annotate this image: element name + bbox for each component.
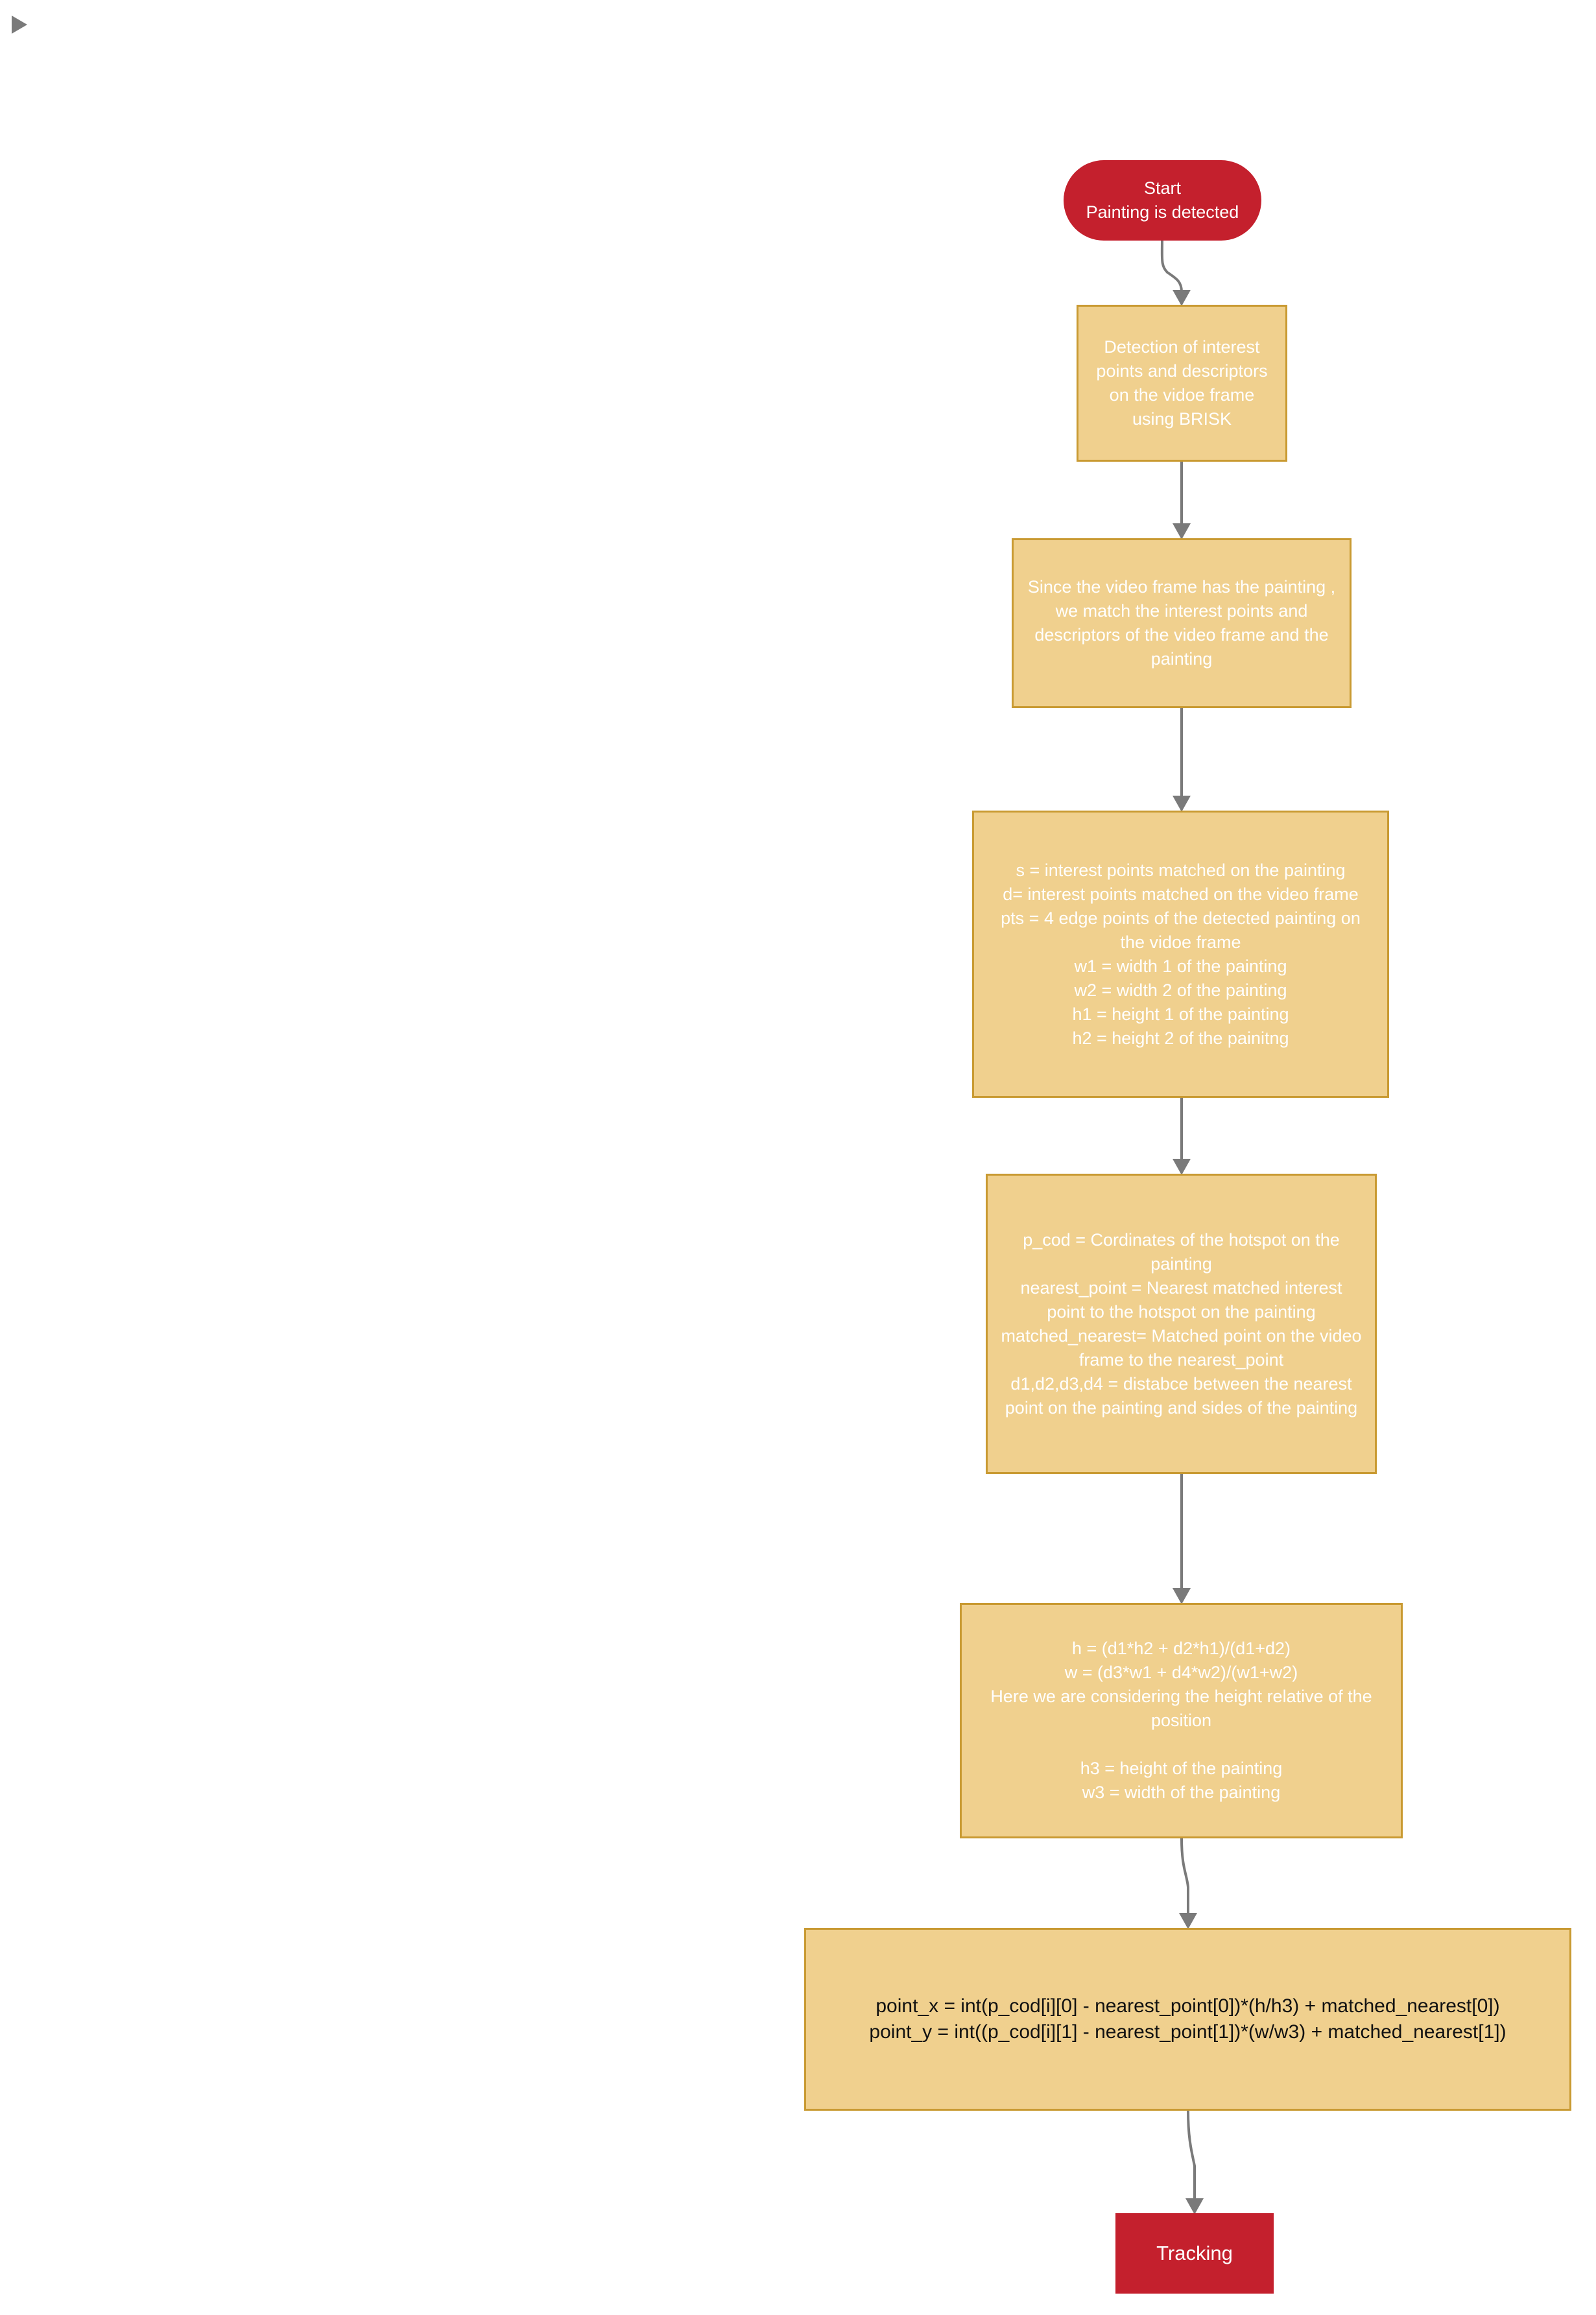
arrowhead-vars xyxy=(1173,796,1191,812)
point-formula-process-node[interactable]: point_x = int(p_cod[i][0] - nearest_poin… xyxy=(804,1928,1571,2111)
start-terminal-label: Start Painting is detected xyxy=(1086,178,1239,222)
arrowhead-tracking xyxy=(1185,2198,1204,2214)
arrowhead-pcod xyxy=(1173,1159,1191,1175)
arrowhead-match xyxy=(1173,523,1191,540)
triangle-right-icon[interactable] xyxy=(12,16,27,34)
point-formula-process-label: point_x = int(p_cod[i][0] - nearest_poin… xyxy=(869,1995,1507,2043)
detection-process-node[interactable]: Detection of interest points and descrip… xyxy=(1077,305,1287,462)
tracking-terminal-node[interactable]: Tracking xyxy=(1115,2213,1274,2294)
height-width-process-label: h = (d1*h2 + d2*h1)/(d1+d2) w = (d3*w1 +… xyxy=(990,1639,1372,1802)
arrowhead-detect xyxy=(1173,290,1191,306)
matching-process-node[interactable]: Since the video frame has the painting ,… xyxy=(1012,538,1352,708)
variables-process-label: s = interest points matched on the paint… xyxy=(1001,860,1361,1048)
hotspot-process-node[interactable]: p_cod = Cordinates of the hotspot on the… xyxy=(986,1174,1377,1474)
detection-process-label: Detection of interest points and descrip… xyxy=(1096,337,1268,429)
start-terminal-node[interactable]: Start Painting is detected xyxy=(1064,160,1261,241)
arrowhead-point xyxy=(1179,1913,1197,1929)
variables-process-node[interactable]: s = interest points matched on the paint… xyxy=(972,811,1389,1098)
connector-start-to-detect xyxy=(1160,240,1183,292)
arrowhead-hw xyxy=(1173,1588,1191,1604)
hotspot-process-label: p_cod = Cordinates of the hotspot on the… xyxy=(1001,1229,1362,1418)
height-width-process-node[interactable]: h = (d1*h2 + d2*h1)/(d1+d2) w = (d3*w1 +… xyxy=(960,1603,1403,1838)
connector-hw-to-point xyxy=(1180,1838,1189,1915)
matching-process-label: Since the video frame has the painting ,… xyxy=(1027,577,1336,669)
tracking-terminal-label: Tracking xyxy=(1156,2242,1233,2264)
connector-point-to-tracking xyxy=(1187,2110,1196,2200)
